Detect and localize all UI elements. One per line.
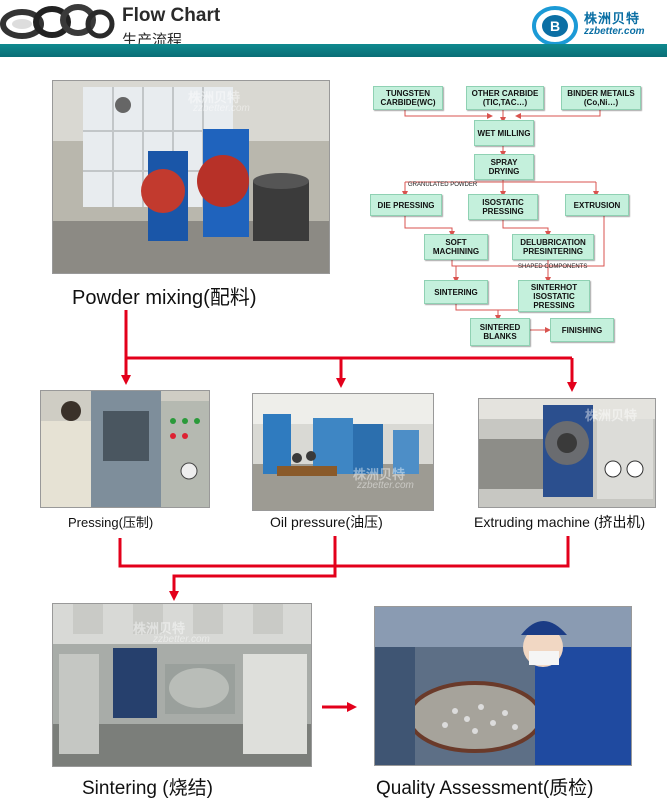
flow-box-spray-drying: SPRAY DRYING xyxy=(474,154,534,180)
caption-pressing: Pressing(压制) xyxy=(68,515,154,530)
caption-sintering: Sintering (烧结) xyxy=(82,778,213,799)
caption-powder-mixing: Powder mixing(配料) xyxy=(72,287,257,309)
watermark-cn: 株洲贝特 xyxy=(188,91,241,106)
flow-box-sintered-blanks: SINTERED BLANKS xyxy=(470,318,530,346)
flow-box-die-pressing: DIE PRESSING xyxy=(370,194,442,216)
svg-text:B: B xyxy=(550,18,560,34)
caption-quality-assessment: Quality Assessment(质检) xyxy=(376,778,594,799)
oil-pressure-photo: 株洲贝特 zzbetter.com xyxy=(252,393,434,511)
watermark-en: zzbetter.com xyxy=(153,634,210,645)
extruding-photo: 株洲贝特 xyxy=(478,398,656,508)
watermark-en: zzbetter.com xyxy=(357,480,414,491)
quality-assessment-photo xyxy=(374,606,632,766)
flow-box-wet-milling: WET MILLING xyxy=(474,120,534,146)
watermark-en: zzbetter.com xyxy=(193,103,250,114)
caption-oil-pressure: Oil pressure(油压) xyxy=(270,514,383,530)
seal-rings-icon xyxy=(0,4,115,39)
flow-box-sinterhot: SINTERHOT ISOSTATIC PRESSING xyxy=(518,280,590,312)
powder-mixing-photo: 株洲贝特 zzbetter.com xyxy=(52,80,330,274)
flow-box-delubrication: DELUBRICATION PRESINTERING xyxy=(512,234,594,260)
flow-box-finishing: FINISHING xyxy=(550,318,614,342)
flow-box-extrusion: EXTRUSION xyxy=(565,194,629,216)
logo-text-cn: 株洲贝特 xyxy=(584,12,641,27)
pressing-photo xyxy=(40,390,210,508)
flow-box-binder-metals: BINDER METAILS (Co,Ni…) xyxy=(561,86,641,110)
page-title: Flow Chart xyxy=(122,5,221,26)
header-bar xyxy=(0,44,667,57)
flow-box-sintering: SINTERING xyxy=(424,280,488,304)
watermark-cn: 株洲贝特 xyxy=(585,409,638,424)
flow-note-granulated-powder: GRANULATED POWDER xyxy=(408,182,478,188)
flow-box-other-carbide: OTHER CARBIDE (TIC,TAC…) xyxy=(466,86,544,110)
watermark-cn: 株洲贝特 xyxy=(353,468,406,483)
flow-box-isostatic-pressing: ISOSTATIC PRESSING xyxy=(468,194,538,220)
sintering-photo: 株洲贝特 zzbetter.com xyxy=(52,603,312,767)
flow-box-soft-machining: SOFT MACHINING xyxy=(424,234,488,260)
logo-text-en: zzbetter.com xyxy=(584,26,645,37)
arrow-to-sintering xyxy=(169,536,337,601)
flow-box-tungsten-carbide: TUNGSTEN CARBIDE(WC) xyxy=(373,86,443,110)
flow-note-shaped-components: SHAPED COMPONENTS xyxy=(518,264,588,270)
watermark-cn: 株洲贝特 xyxy=(133,622,186,637)
caption-extruding: Extruding machine (挤出机) xyxy=(474,514,646,530)
